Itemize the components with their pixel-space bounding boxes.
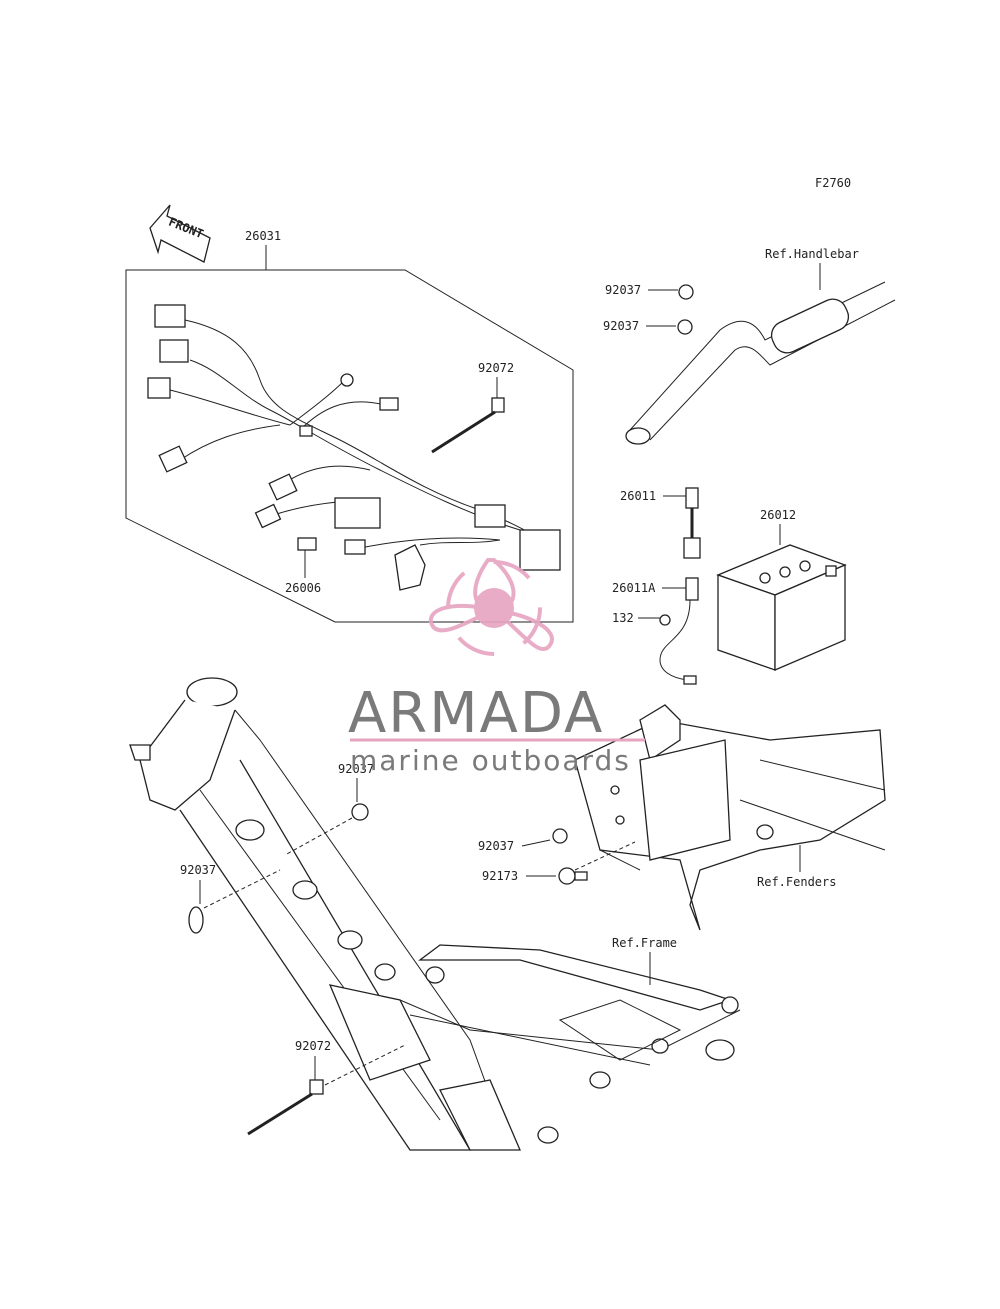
watermark-brand: ARMADA: [348, 681, 604, 746]
callout-clamp-fender: 92037: [478, 839, 514, 853]
diagram-code: F2760: [815, 176, 851, 190]
frame-part: [129, 677, 741, 1151]
callout-band-top: 92072: [478, 361, 514, 375]
fender-part: [574, 704, 886, 931]
band-top-part: [431, 397, 505, 454]
holder-part: [558, 867, 588, 885]
clamp-handlebar-2-part: [677, 319, 693, 335]
fuse-part: [297, 537, 317, 551]
callout-clamp-frame-1: 92037: [338, 762, 374, 776]
battery-part: [716, 544, 847, 671]
callout-clamp-frame-2: 92037: [180, 863, 216, 877]
clamp-frame-1-part: [351, 803, 369, 821]
armada-logo: [428, 558, 554, 656]
lead-battery-neg-part: [659, 577, 699, 685]
clamp-handlebar-1-part: [678, 284, 694, 300]
harness-kit-frame: [125, 269, 574, 623]
callout-lead-battery-neg: 26011A: [612, 581, 656, 595]
lead-battery-pos-part: [683, 487, 701, 559]
callout-band-bottom: 92072: [295, 1039, 331, 1053]
clamp-frame-2-part: [188, 906, 204, 934]
ref-handlebar: Ref.Handlebar: [765, 247, 859, 261]
callout-holder: 92173: [482, 869, 518, 883]
handlebar-part: [625, 281, 896, 445]
callout-fuse: 26006: [285, 581, 321, 595]
callout-bolt: 132: [612, 611, 634, 625]
bolt-part: [659, 614, 671, 626]
clamp-fender-part: [552, 828, 568, 844]
ref-frame: Ref.Frame: [612, 936, 677, 950]
front-arrow-icon: FRONT: [149, 204, 211, 263]
callout-lead-battery-pos: 26011: [620, 489, 656, 503]
callout-battery: 26012: [760, 508, 796, 522]
band-bottom-part: [247, 1079, 324, 1136]
ref-fenders: Ref.Fenders: [757, 875, 836, 889]
callout-clamp-handlebar-2: 92037: [603, 319, 639, 333]
wiring-harness: [147, 304, 561, 591]
watermark-tagline: marine outboards: [350, 744, 631, 777]
callout-harness: 26031: [245, 229, 281, 243]
callout-clamp-handlebar-1: 92037: [605, 283, 641, 297]
